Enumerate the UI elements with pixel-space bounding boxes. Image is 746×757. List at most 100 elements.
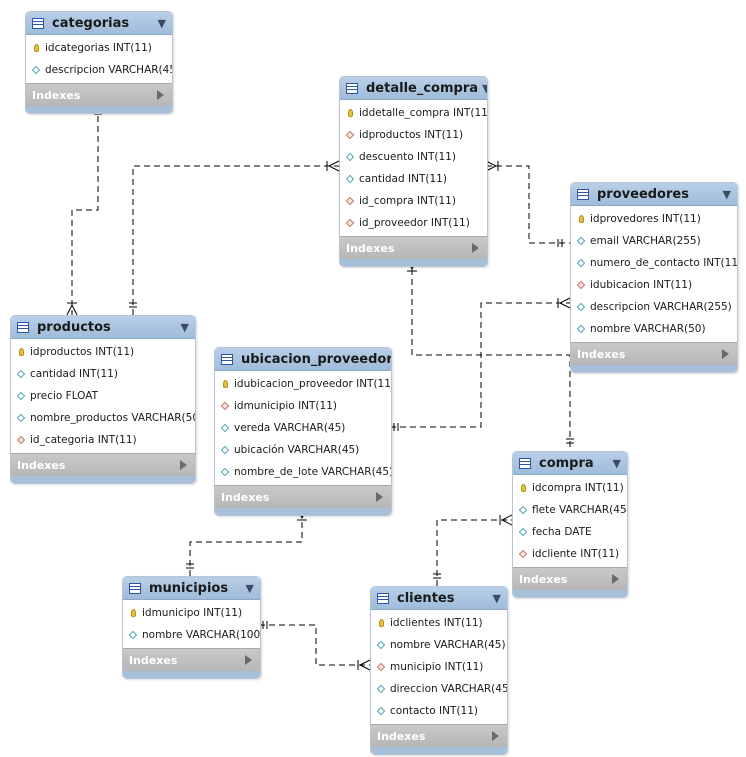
table-header[interactable]: municipios ▼	[123, 577, 260, 600]
table-clientes[interactable]: clientes▼idclientes INT(11)nombre VARCHA…	[370, 586, 508, 755]
expand-triangle-icon[interactable]	[492, 731, 499, 741]
expand-triangle-icon[interactable]	[722, 349, 729, 359]
column-row[interactable]: fecha DATE	[513, 521, 627, 543]
indexes-section[interactable]: Indexes	[340, 236, 487, 259]
column-row[interactable]: flete VARCHAR(45)	[513, 499, 627, 521]
expand-triangle-icon[interactable]	[472, 243, 479, 253]
table-detalle-compra[interactable]: detalle_compra▼iddetalle_compra INT(11)i…	[339, 76, 488, 267]
expand-triangle-icon[interactable]	[157, 90, 164, 100]
indexes-section[interactable]: Indexes	[26, 83, 172, 106]
collapse-arrow-icon[interactable]: ▼	[722, 187, 731, 201]
table-header[interactable]: categorias▼	[26, 12, 172, 35]
table-categorias[interactable]: categorias▼idcategorias INT(11)descripci…	[25, 11, 173, 114]
collapse-arrow-icon[interactable]: ▼	[157, 16, 166, 30]
primary-key-icon	[128, 609, 138, 617]
column-row[interactable]: idcliente INT(11)	[513, 543, 627, 565]
column-row[interactable]: idubicacion INT(11)	[571, 274, 737, 296]
column-row[interactable]: idcategorias INT(11)	[26, 37, 172, 59]
column-row[interactable]: iddetalle_compra INT(11)	[340, 102, 487, 124]
table-ubicacion-proveedor[interactable]: ubicacion_proveedor▼idubicacion_proveedo…	[214, 347, 392, 516]
column-label: numero_de_contacto INT(11)	[590, 257, 738, 269]
column-row[interactable]: municipio INT(11)	[371, 656, 507, 678]
one-mark-compra	[566, 438, 574, 444]
table-compra[interactable]: compra▼idcompra INT(11) flete VARCHAR(45)…	[512, 451, 628, 598]
table-title: municipios	[149, 580, 229, 596]
indexes-section[interactable]: Indexes	[371, 724, 507, 747]
column-label: idproductos INT(11)	[359, 129, 464, 141]
table-productos[interactable]: productos▼idproductos INT(11) cantidad IN…	[10, 315, 196, 484]
table-header[interactable]: productos▼	[11, 316, 195, 339]
table-header[interactable]: ubicacion_proveedor▼	[215, 348, 391, 371]
column-row[interactable]: nombre_de_lote VARCHAR(45)	[215, 461, 391, 483]
collapse-arrow-icon[interactable]: ▼	[612, 456, 621, 470]
column-diamond-icon	[31, 65, 41, 75]
collapse-arrow-icon[interactable]: ▼	[482, 82, 487, 95]
table-proveedores[interactable]: proveedores▼idprovedores INT(11)email VA…	[570, 182, 738, 373]
collapse-arrow-icon[interactable]: ▼	[180, 320, 189, 334]
column-row[interactable]: nombre VARCHAR(100)	[123, 624, 260, 646]
column-label: id_compra INT(11)	[359, 195, 456, 207]
column-row[interactable]: idprovedores INT(11)	[571, 208, 737, 230]
column-label: nombre_de_lote VARCHAR(45)	[234, 466, 392, 478]
column-list: iddetalle_compra INT(11) idproductos INT(…	[340, 100, 487, 236]
column-row[interactable]: contacto INT(11)	[371, 700, 507, 722]
collapse-arrow-icon[interactable]: ▼	[492, 591, 501, 605]
foreign-key-diamond-icon	[16, 435, 26, 445]
table-header[interactable]: proveedores▼	[571, 183, 737, 206]
column-diamond-icon	[128, 630, 138, 640]
column-diamond-icon	[16, 413, 26, 423]
indexes-section[interactable]: Indexes	[513, 567, 627, 590]
column-diamond-icon	[576, 302, 586, 312]
column-row[interactable]: id_proveedor INT(11)	[340, 212, 487, 234]
expand-triangle-icon[interactable]	[376, 492, 383, 502]
column-row[interactable]: precio FLOAT	[11, 385, 195, 407]
column-row[interactable]: nombre VARCHAR(50)	[571, 318, 737, 340]
column-diamond-icon	[518, 527, 528, 537]
table-header[interactable]: clientes▼	[371, 587, 507, 610]
column-row[interactable]: descripcion VARCHAR(255)	[571, 296, 737, 318]
many-mark-productos	[66, 302, 78, 316]
column-label: flete VARCHAR(45)	[532, 504, 628, 516]
column-row[interactable]: vereda VARCHAR(45)	[215, 417, 391, 439]
column-row[interactable]: idproductos INT(11)	[11, 341, 195, 363]
column-row[interactable]: idubicacion_proveedor INT(11)	[215, 373, 391, 395]
expand-triangle-icon[interactable]	[245, 655, 252, 665]
column-row[interactable]: idmunicipio INT(11)	[215, 395, 391, 417]
column-row[interactable]: idclientes INT(11)	[371, 612, 507, 634]
expand-triangle-icon[interactable]	[180, 460, 187, 470]
column-row[interactable]: idproductos INT(11)	[340, 124, 487, 146]
primary-key-icon	[16, 348, 26, 356]
table-header[interactable]: compra▼	[513, 452, 627, 475]
column-row[interactable]: idcompra INT(11)	[513, 477, 627, 499]
table-title: detalle_compra	[366, 80, 479, 96]
table-icon	[377, 592, 389, 604]
indexes-section[interactable]: Indexes	[11, 453, 195, 476]
table-municipios[interactable]: municipios ▼ idmunicipo INT(11)nombre VARC…	[122, 576, 261, 679]
column-row[interactable]: nombre VARCHAR(45)	[371, 634, 507, 656]
table-header[interactable]: detalle_compra▼	[340, 77, 487, 100]
expand-triangle-icon[interactable]	[612, 574, 619, 584]
collapse-arrow-icon[interactable]: ▼	[245, 581, 254, 595]
column-row[interactable]: email VARCHAR(255)	[571, 230, 737, 252]
column-row[interactable]: cantidad INT(11)	[340, 168, 487, 190]
column-label: cantidad INT(11)	[30, 368, 118, 380]
indexes-section[interactable]: Indexes	[571, 342, 737, 365]
column-row[interactable]: nombre_productos VARCHAR(50)	[11, 407, 195, 429]
column-row[interactable]: numero_de_contacto INT(11)	[571, 252, 737, 274]
table-footer	[571, 365, 737, 372]
column-row[interactable]: descripcion VARCHAR(45)	[26, 59, 172, 81]
rel-compra-detalle-compra	[411, 259, 571, 451]
column-row[interactable]: descuento INT(11)	[340, 146, 487, 168]
column-row[interactable]: id_categoria INT(11)	[11, 429, 195, 451]
table-icon	[221, 353, 233, 365]
column-diamond-icon	[220, 423, 230, 433]
column-row[interactable]: ubicación VARCHAR(45)	[215, 439, 391, 461]
column-row[interactable]: id_compra INT(11)	[340, 190, 487, 212]
column-row[interactable]: cantidad INT(11)	[11, 363, 195, 385]
table-footer	[123, 671, 260, 678]
many-mark-proveedores	[557, 297, 571, 309]
column-row[interactable]: direccion VARCHAR(45)	[371, 678, 507, 700]
indexes-section[interactable]: Indexes	[123, 648, 260, 671]
indexes-section[interactable]: Indexes	[215, 485, 391, 508]
column-row[interactable]: idmunicipo INT(11)	[123, 602, 260, 624]
